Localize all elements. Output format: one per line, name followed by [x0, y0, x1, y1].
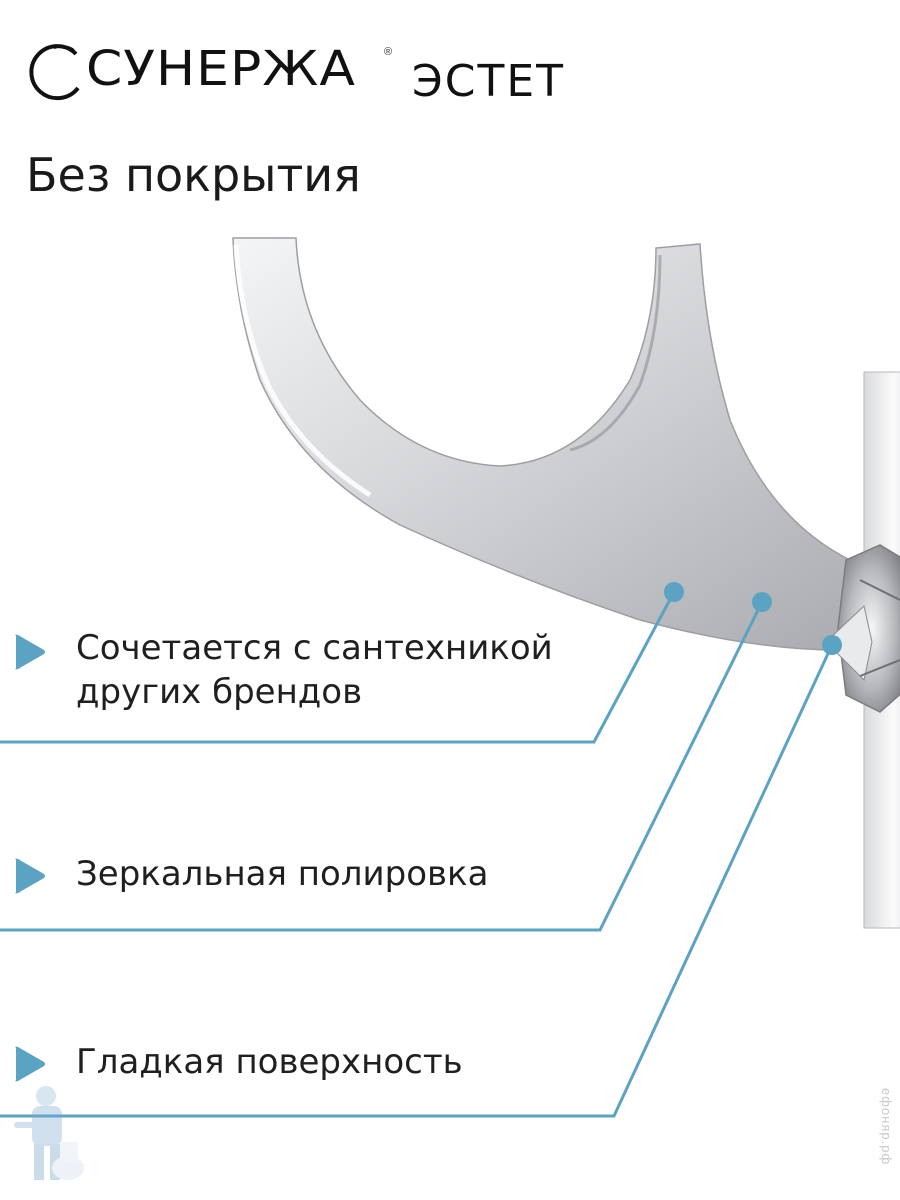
bracket-body	[232, 237, 863, 651]
watermark: ефоняр.рф	[879, 1088, 894, 1166]
callout-line-1	[0, 591, 676, 744]
feature-label: Зеркальная полировка	[76, 854, 489, 894]
decorative-nut	[825, 544, 900, 713]
callout-dot-icon	[822, 635, 842, 655]
callout-dot-icon	[664, 582, 684, 602]
plumber-mascot-icon	[14, 1086, 84, 1180]
registered-mark: ®	[384, 46, 393, 58]
callout-dot-icon	[752, 592, 772, 612]
callout-line-2	[0, 601, 764, 932]
series-name: ЭСТЕТ	[412, 56, 565, 107]
brand-logo-mark-icon	[29, 44, 80, 101]
feature-label: Гладкая поверхность	[76, 1042, 463, 1082]
triangle-right-icon	[15, 1046, 46, 1082]
brand-logo: СУНЕРЖА ® ЭСТЕТ	[24, 38, 563, 108]
brand-name: СУНЕРЖА	[86, 42, 356, 98]
triangle-right-icon	[15, 634, 46, 670]
page-title: Без покрытия	[26, 148, 361, 202]
feature-label: Сочетается с сантехникой других брендов	[76, 628, 553, 712]
callout-line-3	[0, 644, 834, 1118]
triangle-right-icon	[15, 858, 46, 894]
